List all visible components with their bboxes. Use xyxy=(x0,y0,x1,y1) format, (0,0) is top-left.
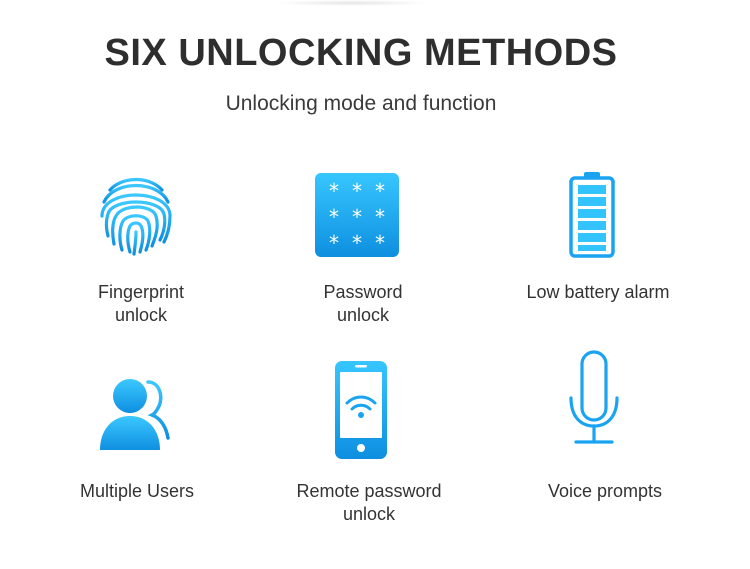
battery-icon xyxy=(569,172,615,258)
svg-text:*: * xyxy=(352,205,362,229)
svg-text:*: * xyxy=(375,179,385,203)
svg-text:*: * xyxy=(352,179,362,203)
svg-text:*: * xyxy=(329,179,339,203)
svg-text:*: * xyxy=(329,205,339,229)
method-label-users: Multiple Users xyxy=(79,481,195,501)
method-label-password: Password unlock xyxy=(323,282,403,325)
fingerprint-icon xyxy=(100,178,172,256)
users-icon xyxy=(100,379,170,450)
svg-text:*: * xyxy=(375,205,385,229)
svg-text:*: * xyxy=(352,231,362,255)
microphone-icon xyxy=(569,350,619,444)
svg-text:*: * xyxy=(329,231,339,255)
keypad-icon: *** *** *** xyxy=(315,173,399,257)
method-label-fingerprint: Fingerprint unlock xyxy=(97,282,185,325)
method-label-remote: Remote password unlock xyxy=(296,481,442,524)
page-subtitle: Unlocking mode and function xyxy=(225,92,497,115)
page-title: SIX UNLOCKING METHODS xyxy=(104,32,618,74)
method-label-battery: Low battery alarm xyxy=(526,282,670,302)
method-label-voice: Voice prompts xyxy=(547,481,663,501)
smartphone-wifi-icon xyxy=(335,361,387,459)
top-edge-shadow xyxy=(272,0,432,6)
svg-text:*: * xyxy=(375,231,385,255)
